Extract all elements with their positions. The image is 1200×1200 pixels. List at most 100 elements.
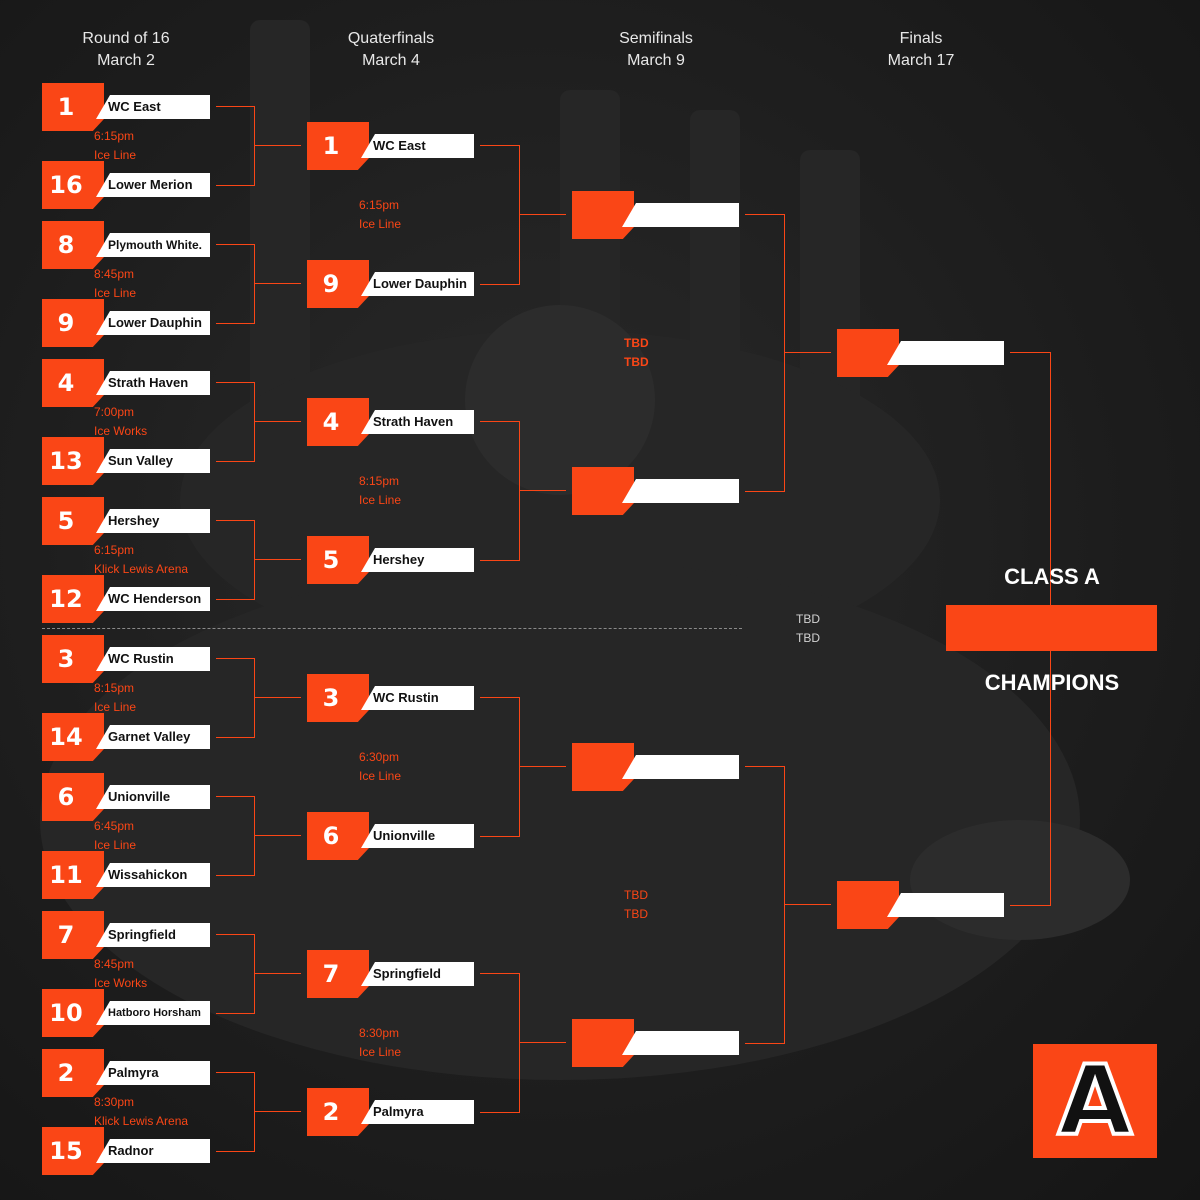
seed-badge: [837, 329, 899, 377]
header-date: March 9: [627, 52, 685, 69]
game-venue: Ice Line: [359, 493, 402, 507]
seed-badge: [42, 497, 104, 545]
bracket-connector: [255, 145, 301, 146]
team-name: Lower Dauphin: [96, 311, 210, 335]
final-slot-empty[interactable]: [837, 329, 1004, 377]
seed-badge: [572, 743, 634, 791]
semifinal-slot-empty[interactable]: [572, 743, 739, 791]
header-date: March 2: [97, 52, 155, 69]
bracket-line: [216, 382, 255, 462]
champions-label: CHAMPIONS: [984, 670, 1120, 695]
seed-badge: [42, 221, 104, 269]
team-name: Hershey: [96, 509, 210, 533]
seed-number: 11: [49, 861, 83, 889]
team-name: Lower Dauphin: [361, 272, 474, 296]
team-name-empty: [622, 755, 739, 779]
seed-number: 13: [49, 447, 83, 475]
team-name: Garnet Valley: [96, 725, 210, 749]
divider-dashed: [42, 628, 742, 629]
header-finals: Finals March 17: [831, 28, 1011, 72]
final-slot-empty[interactable]: [837, 881, 1004, 929]
seed-number: 8: [57, 231, 75, 259]
team-name-empty: [622, 479, 739, 503]
header-quarterfinals: Quaterfinals March 4: [301, 28, 481, 72]
game-venue: Ice Line: [94, 286, 137, 300]
header-title: Round of 16: [82, 30, 170, 47]
game-time: 8:30pm: [94, 1095, 135, 1109]
seed-badge: [42, 299, 104, 347]
team-slot[interactable]: 9 Lower Dauphin: [42, 299, 210, 347]
semifinal-slot-empty[interactable]: [572, 1019, 739, 1067]
class-badge-letter: A: [1056, 1043, 1134, 1159]
seed-badge: [837, 881, 899, 929]
game-time: 8:30pm: [359, 1026, 400, 1040]
seed-number: 14: [49, 723, 83, 751]
seed-badge: [42, 1049, 104, 1097]
seed-number: 9: [57, 309, 75, 337]
game-venue: Ice Line: [94, 148, 137, 162]
seed-number: 5: [322, 546, 340, 574]
bracket-connector: [785, 904, 831, 905]
bracket-connector: [520, 214, 566, 215]
seed-number: 6: [322, 822, 340, 850]
team-name: Springfield: [96, 923, 210, 947]
game-venue: Ice Line: [359, 769, 402, 783]
header-title: Finals: [899, 30, 943, 47]
game-time: 6:30pm: [359, 750, 400, 764]
semifinal-slot-empty[interactable]: [572, 467, 739, 515]
team-name: Springfield: [361, 962, 474, 986]
team-slot[interactable]: 6 Unionville: [307, 812, 474, 860]
team-name-empty: [622, 203, 739, 227]
seed-number: 12: [49, 585, 83, 613]
bracket-connector: [520, 1042, 566, 1043]
champion-slot-empty[interactable]: [946, 605, 1157, 651]
seed-badge: [307, 536, 369, 584]
bracket-line: [480, 697, 520, 837]
team-name: Radnor: [96, 1139, 210, 1163]
game-venue: Ice Line: [359, 1045, 402, 1059]
team-name: Unionville: [96, 785, 210, 809]
class-badge: A: [1033, 1043, 1157, 1159]
team-name: WC Rustin: [96, 647, 210, 671]
game-venue: Klick Lewis Arena: [94, 1114, 189, 1128]
seed-number: 7: [322, 960, 340, 988]
team-name: Hatboro Horsham: [96, 1001, 210, 1025]
team-name: WC Rustin: [361, 686, 474, 710]
semifinal-slot-empty[interactable]: [572, 191, 739, 239]
bracket-connector: [255, 283, 301, 284]
seed-badge: [42, 161, 104, 209]
game-venue: Ice Works: [94, 976, 148, 990]
seed-badge: [572, 467, 634, 515]
team-slot[interactable]: 14 Garnet Valley: [42, 713, 210, 761]
team-name: Unionville: [361, 824, 474, 848]
team-slot[interactable]: 7 Springfield: [307, 950, 474, 998]
bracket-line: [216, 106, 255, 186]
